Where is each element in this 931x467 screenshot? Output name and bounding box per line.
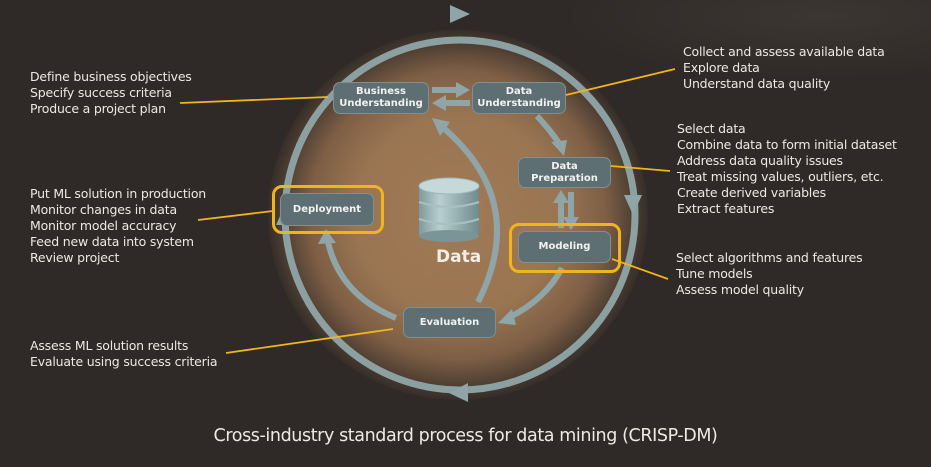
note-line: Tune models: [676, 266, 753, 281]
outer-arrow-right-icon: [624, 195, 642, 215]
notes-evaluation: Assess ML solution results Evaluate usin…: [30, 338, 218, 370]
phase-deployment[interactable]: Deployment: [280, 193, 374, 226]
note-line: Select algorithms and features: [676, 250, 863, 265]
mod-to-eval-arrowhead-icon: [498, 309, 516, 325]
note-line: Create derived variables: [677, 185, 826, 200]
note-line: Review project: [30, 250, 120, 265]
note-line: Produce a project plan: [30, 101, 166, 116]
notes-data-preparation: Select data Combine data to form initial…: [677, 121, 897, 217]
du-to-dp-arrow: [534, 113, 563, 147]
notes-deployment: Put ML solution in production Monitor ch…: [30, 186, 206, 266]
note-line: Put ML solution in production: [30, 186, 206, 201]
du-to-bu-arrow: [432, 95, 470, 111]
note-line: Define business objectives: [30, 69, 192, 84]
note-line: Monitor changes in data: [30, 202, 177, 217]
note-line: Treat missing values, outliers, etc.: [677, 169, 884, 184]
note-line: Evaluate using success criteria: [30, 354, 218, 369]
phase-data-understanding[interactable]: Data Understanding: [472, 82, 566, 114]
eval-to-bu-arrowhead-icon: [432, 118, 450, 136]
center-data-label: Data: [436, 247, 482, 267]
notes-modeling: Select algorithms and features Tune mode…: [676, 250, 863, 298]
outer-arrow-bottom-icon: [449, 383, 468, 402]
note-line: Explore data: [683, 60, 760, 75]
du-to-dp-arrowhead-icon: [551, 140, 567, 156]
note-line: Specify success criteria: [30, 85, 172, 100]
leader-modeling: [611, 258, 669, 280]
note-line: Assess ML solution results: [30, 338, 189, 353]
leader-data-preparation: [610, 165, 671, 172]
phase-data-preparation[interactable]: Data Preparation: [518, 157, 611, 188]
note-line: Combine data to form initial dataset: [677, 137, 897, 152]
outer-arrow-top-icon: [450, 5, 470, 23]
notes-business-understanding: Define business objectives Specify succe…: [30, 69, 192, 117]
note-line: Address data quality issues: [677, 153, 843, 168]
leader-data-understanding: [565, 68, 676, 96]
diagram-caption: Cross-industry standard process for data…: [213, 426, 718, 446]
note-line: Feed new data into system: [30, 234, 194, 249]
modeling-highlight: [509, 223, 621, 273]
background-texture: [560, 0, 931, 80]
deployment-highlight: [272, 185, 384, 234]
note-line: Understand data quality: [683, 76, 831, 91]
bu-to-du-arrow: [432, 82, 470, 98]
eval-to-deploy-arrow: [325, 241, 398, 321]
phase-modeling[interactable]: Modeling: [518, 231, 611, 263]
phase-evaluation[interactable]: Evaluation: [403, 307, 496, 338]
database-icon: [418, 177, 480, 242]
leader-evaluation: [225, 328, 394, 354]
notes-data-understanding: Collect and assess available data Explor…: [683, 44, 885, 92]
phase-business-understanding[interactable]: Business Understanding: [333, 82, 429, 114]
leader-business: [179, 96, 329, 104]
note-line: Monitor model accuracy: [30, 218, 177, 233]
eval-to-deploy-arrowhead-icon: [318, 229, 336, 244]
note-line: Assess model quality: [676, 282, 804, 297]
note-line: Select data: [677, 121, 746, 136]
note-line: Collect and assess available data: [683, 44, 885, 59]
leader-deployment: [197, 210, 274, 221]
note-line: Extract features: [677, 201, 775, 216]
mod-to-eval-arrow: [506, 266, 565, 321]
leader-lines: [179, 68, 676, 354]
eval-to-bu-arrow: [438, 122, 500, 304]
